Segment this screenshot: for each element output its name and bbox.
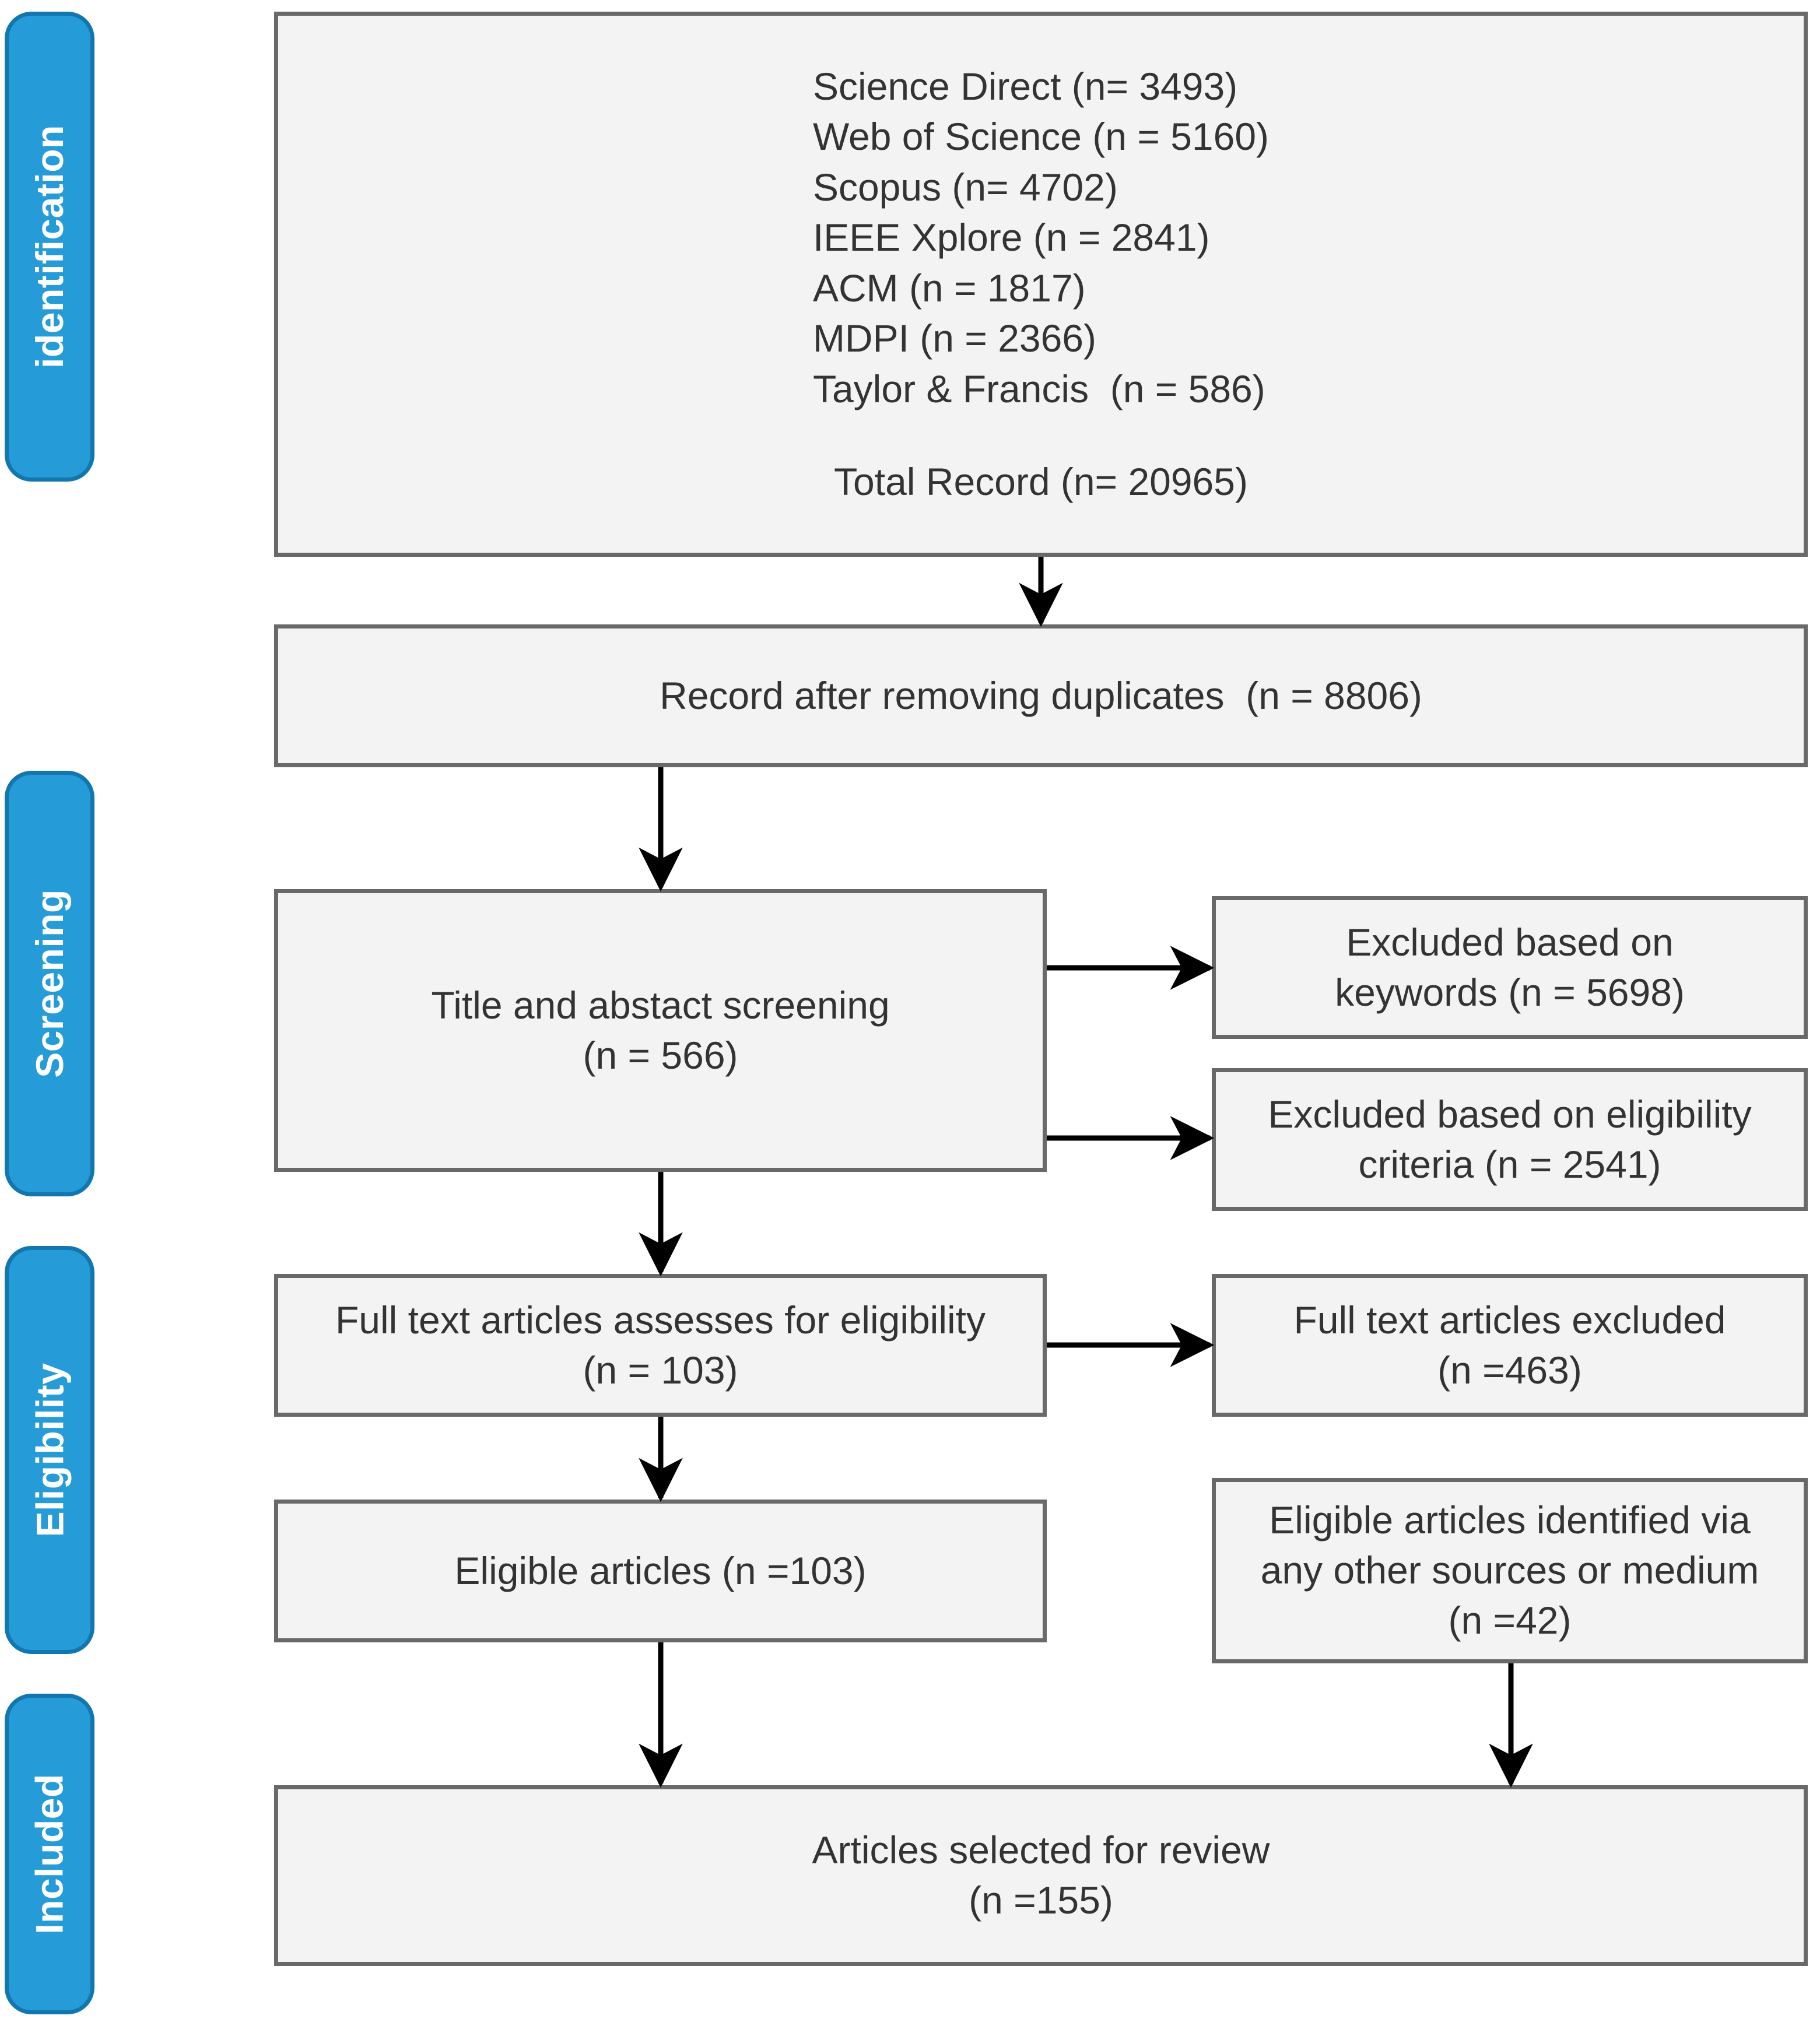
stage-label-eligibility: Eligibility bbox=[28, 1363, 72, 1537]
box-excluded-eligibility-criteria: Excluded based on eligibility criteria (… bbox=[1212, 1068, 1808, 1211]
source-science-direct: Science Direct (n= 3493) bbox=[812, 65, 1238, 108]
stage-band-eligibility: Eligibility bbox=[5, 1246, 94, 1654]
stage-label-screening: Screening bbox=[28, 889, 72, 1078]
screening-line-2: (n = 566) bbox=[583, 1033, 738, 1077]
source-scopus: Scopus (n= 4702) bbox=[812, 165, 1118, 209]
stage-band-screening: Screening bbox=[5, 771, 94, 1196]
box-full-text-assessed: Full text articles assesses for eligibil… bbox=[274, 1274, 1047, 1417]
after-duplicates-text: Record after removing duplicates (n = 88… bbox=[660, 673, 1422, 717]
articles-selected-line-2: (n =155) bbox=[969, 1878, 1113, 1922]
other-sources-line-1: Eligible articles identified via bbox=[1269, 1498, 1751, 1542]
source-acm: ACM (n = 1817) bbox=[812, 266, 1086, 310]
excluded-eligibility-line-1: Excluded based on eligibility bbox=[1268, 1092, 1752, 1136]
other-sources-line-3: (n =42) bbox=[1448, 1598, 1572, 1642]
articles-selected-line-1: Articles selected for review bbox=[812, 1828, 1270, 1872]
box-identification-sources: Science Direct (n= 3493) Web of Science … bbox=[274, 12, 1808, 557]
screening-line-1: Title and abstact screening bbox=[431, 983, 890, 1027]
full-text-excluded-line-2: (n =463) bbox=[1437, 1348, 1582, 1392]
full-text-excluded-line-1: Full text articles excluded bbox=[1293, 1298, 1726, 1342]
source-ieee-xplore: IEEE Xplore (n = 2841) bbox=[812, 216, 1210, 259]
full-text-assessed-line-1: Full text articles assesses for eligibil… bbox=[335, 1298, 986, 1342]
eligible-articles-text: Eligible articles (n =103) bbox=[454, 1549, 867, 1592]
box-full-text-excluded: Full text articles excluded (n =463) bbox=[1212, 1274, 1808, 1417]
other-sources-line-2: any other sources or medium bbox=[1260, 1549, 1759, 1592]
box-other-sources: Eligible articles identified via any oth… bbox=[1212, 1478, 1808, 1663]
box-excluded-keywords: Excluded based on keywords (n = 5698) bbox=[1212, 896, 1808, 1039]
full-text-assessed-line-2: (n = 103) bbox=[583, 1348, 738, 1392]
source-mdpi: MDPI (n = 2366) bbox=[812, 317, 1096, 360]
excluded-eligibility-line-2: criteria (n = 2541) bbox=[1358, 1142, 1661, 1186]
identification-total-record: Total Record (n= 20965) bbox=[834, 460, 1248, 504]
excluded-keywords-line-1: Excluded based on bbox=[1346, 920, 1674, 964]
stage-label-included: Included bbox=[28, 1774, 72, 1934]
box-title-abstract-screening: Title and abstact screening (n = 566) bbox=[274, 889, 1047, 1172]
source-taylor-francis: Taylor & Francis (n = 586) bbox=[812, 367, 1265, 410]
stage-band-identification: identification bbox=[5, 12, 94, 482]
stage-label-identification: identification bbox=[28, 125, 72, 368]
excluded-keywords-line-2: keywords (n = 5698) bbox=[1335, 970, 1685, 1014]
box-articles-selected: Articles selected for review (n =155) bbox=[274, 1785, 1808, 1966]
stage-band-included: Included bbox=[5, 1694, 94, 2014]
box-after-duplicates: Record after removing duplicates (n = 88… bbox=[274, 624, 1808, 767]
box-eligible-articles: Eligible articles (n =103) bbox=[274, 1500, 1047, 1642]
source-web-of-science: Web of Science (n = 5160) bbox=[812, 115, 1270, 159]
identification-source-list: Science Direct (n= 3493) Web of Science … bbox=[813, 61, 1269, 414]
